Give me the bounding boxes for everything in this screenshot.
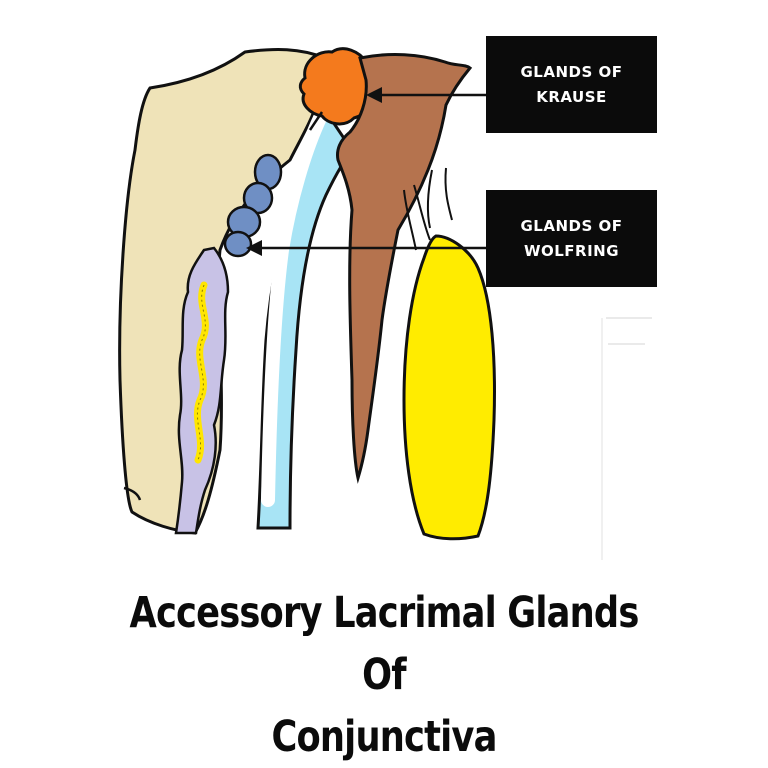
tissue-fold-mark xyxy=(123,486,142,501)
wolfring-label: GLANDS OF WOLFRING xyxy=(486,190,657,287)
conjunctiva-inner-white xyxy=(261,111,327,507)
wolfring-label-line1: GLANDS OF xyxy=(520,216,623,235)
krause-label-line1: GLANDS OF xyxy=(520,62,623,81)
meibomian-duct-outline xyxy=(196,284,206,461)
caption-line2: Conjunctiva xyxy=(271,712,497,762)
diagram-caption: Accessory Lacrimal Glands Of Conjunctiva xyxy=(118,582,649,768)
wolfring-label-line2: WOLFRING xyxy=(523,241,620,260)
krause-label: GLANDS OF KRAUSE xyxy=(486,36,657,133)
caption-line1: Accessory Lacrimal Glands Of xyxy=(129,588,639,700)
krause-duct xyxy=(308,111,324,131)
krause-label-line2: KRAUSE xyxy=(536,87,607,106)
wolfring-glands xyxy=(223,153,283,258)
wolfring-pointer xyxy=(246,240,486,256)
krause-pointer xyxy=(366,87,486,103)
frame-edge xyxy=(606,317,652,345)
tarsal-muscle xyxy=(402,234,496,541)
levator-muscle xyxy=(336,53,473,484)
muscle-fiber-lines xyxy=(403,167,453,251)
